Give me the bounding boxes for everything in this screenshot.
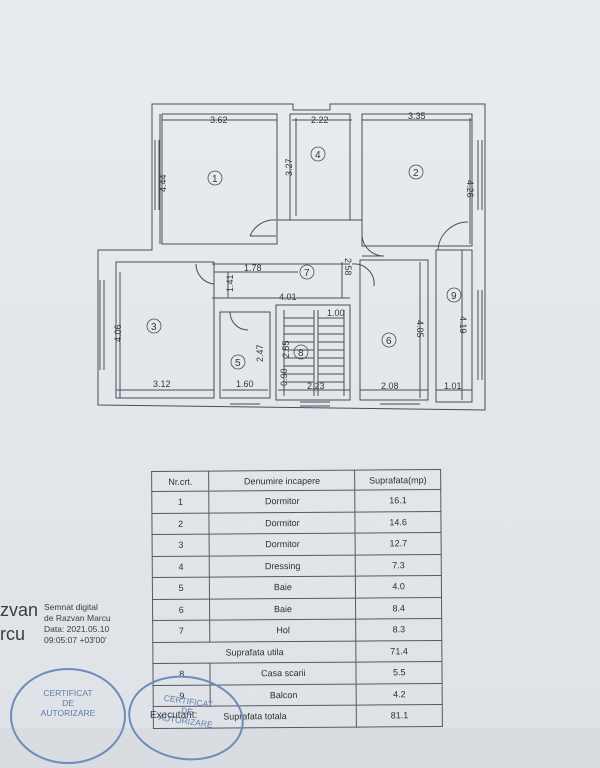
signature-line: de Razvan Marcu <box>44 613 111 623</box>
room-marker-7 <box>299 264 315 280</box>
room-number: 1 <box>212 174 218 185</box>
table-row: 2 Dormitor 14.6 <box>151 510 442 535</box>
cell-nr: 1 <box>151 491 210 514</box>
dim-label: 3.12 <box>153 379 171 389</box>
dim-label: 4.06 <box>113 324 123 342</box>
cell-area: 7.3 <box>355 553 442 577</box>
signature-line: 09:05:07 +03'00' <box>44 635 107 645</box>
dim-label: 1.78 <box>244 263 262 273</box>
room-marker-4 <box>310 146 326 162</box>
dim-label: 4.01 <box>279 292 297 302</box>
cell-name: Dormitor <box>209 511 356 535</box>
dim-label: 2.22 <box>311 115 329 125</box>
room-marker-1 <box>207 170 223 186</box>
table-row: 1 Dormitor 16.1 <box>151 489 441 514</box>
dim-label: 0.90 <box>279 368 289 386</box>
table-row: 3 Dormitor 12.7 <box>152 532 442 557</box>
executant-label: Executant: <box>150 710 198 721</box>
table-row: 7 Hol 8.3 <box>152 618 442 643</box>
cell-nr: 7 <box>152 620 211 643</box>
room-marker-8 <box>293 344 309 360</box>
cell-name: Casa scarii <box>210 662 357 685</box>
dim-label: 4.44 <box>158 174 168 192</box>
dim-label: 2.23 <box>307 381 325 391</box>
room-number: 2 <box>413 168 419 179</box>
total-area-value: 81.1 <box>356 704 443 727</box>
cell-area: 5.5 <box>356 661 443 684</box>
dim-label: 2.58 <box>343 258 353 276</box>
useful-area-row: Suprafata utila 71.4 <box>152 639 442 664</box>
cell-area: 12.7 <box>355 532 442 555</box>
signature-line: Semnat digital <box>44 602 98 612</box>
cell-area: 16.1 <box>355 489 441 512</box>
room-number: 4 <box>315 150 321 161</box>
dim-label: 3.62 <box>210 115 228 125</box>
column-header-nr: Nr.crt. <box>151 471 210 492</box>
cell-area: 8.4 <box>355 596 442 620</box>
column-header-name: Denumire incapere <box>208 470 356 492</box>
signature-name-fragment: rcu <box>0 624 26 644</box>
dim-label: 4.26 <box>465 180 475 198</box>
dim-label: 4.19 <box>458 316 468 334</box>
cell-area: 8.3 <box>356 618 442 641</box>
cell-area: 4.0 <box>355 575 442 598</box>
stamp-text: DE <box>62 698 74 708</box>
dim-label: 1.60 <box>236 379 254 389</box>
cell-area: 14.6 <box>355 510 442 534</box>
cell-area: 4.2 <box>356 682 443 706</box>
room-marker-6 <box>381 332 397 348</box>
cell-name: Hol <box>210 619 357 642</box>
column-header-area: Suprafata(mp) <box>354 469 441 491</box>
dim-label: 2.08 <box>381 381 399 391</box>
dim-label: 1.41 <box>225 274 235 292</box>
authorization-stamp: CERTIFICAT DE AUTORIZARE <box>10 668 126 764</box>
table-header-row: Nr.crt. Denumire incapere Suprafata(mp) <box>151 469 441 492</box>
cell-nr: 4 <box>152 555 210 578</box>
table-row: 6 Baie 8.4 <box>152 596 442 621</box>
table-row: 5 Baie 4.0 <box>152 575 442 600</box>
dim-label: 2.55 <box>281 340 291 358</box>
cell-name: Baie <box>209 576 356 599</box>
signature-name-fragment: zvan <box>0 600 39 620</box>
signature-line: Data: 2021.05.10 <box>44 624 110 634</box>
dim-label: 3.27 <box>284 158 294 176</box>
room-number: 8 <box>298 348 304 359</box>
room-marker-5 <box>230 354 246 370</box>
cell-nr: 3 <box>152 534 210 557</box>
dim-label: 1.01 <box>444 381 462 391</box>
room-marker-3 <box>146 318 162 334</box>
dim-label: 1.00 <box>327 308 345 318</box>
room-number: 3 <box>151 322 157 333</box>
room-number: 5 <box>235 358 241 369</box>
cell-name: Dormitor <box>209 533 356 556</box>
cell-nr: 5 <box>152 577 210 600</box>
cell-nr: 6 <box>152 598 211 621</box>
dim-label: 3.35 <box>408 111 426 121</box>
stamp-text: CERTIFICAT <box>43 688 93 698</box>
room-marker-2 <box>408 164 424 180</box>
cell-nr: 2 <box>151 512 210 535</box>
cell-name: Dormitor <box>209 490 356 513</box>
cell-name: Baie <box>209 597 357 621</box>
cell-name: Dressing <box>209 554 356 578</box>
stamp-text: AUTORIZARE <box>40 708 96 718</box>
useful-area-value: 71.4 <box>356 639 442 663</box>
floor-plan: 3.62 2.22 3.35 4.44 3.27 4.26 1.78 2.58 … <box>97 103 486 411</box>
digital-signature: zvan rcu Semnat digital de Razvan Marcu … <box>0 600 150 650</box>
dim-label: 4.05 <box>415 320 425 338</box>
table-row: 4 Dressing 7.3 <box>152 553 442 578</box>
room-number: 9 <box>451 291 457 302</box>
useful-area-label: Suprafata utila <box>152 640 357 664</box>
room-marker-9 <box>446 287 462 303</box>
room-number: 7 <box>304 268 310 279</box>
dim-label: 2.47 <box>255 344 265 362</box>
room-number: 6 <box>386 336 392 347</box>
